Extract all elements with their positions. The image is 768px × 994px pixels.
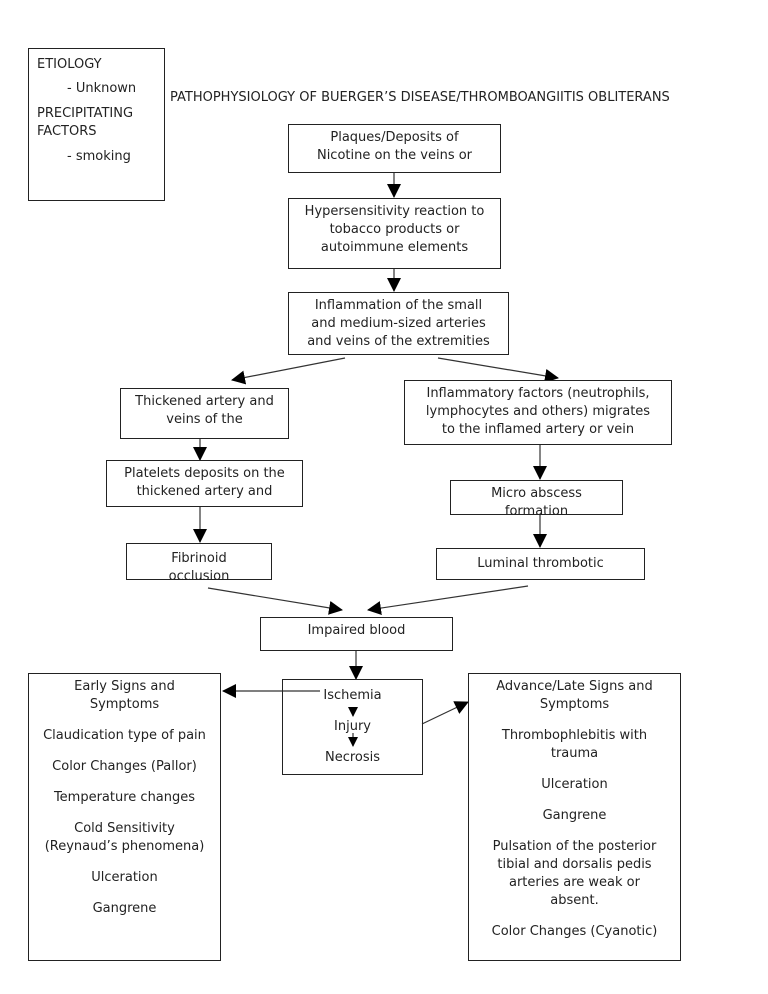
outcome-necrosis: Necrosis [324,750,381,765]
late-sign-item: Pulsation of the posterior tibial and do… [492,839,657,908]
etiology-heading: ETIOLOGY [37,57,102,72]
arrow-inflammation-factors [437,357,559,383]
node-text: lymphocytes and others) migrates [425,404,651,419]
node-thickened: Thickened artery and veins of the [120,388,289,439]
node-text: formation [504,504,569,515]
late-sign-item: Color Changes (Cyanotic) [491,924,658,939]
node-text: tobacco products or [329,222,460,237]
node-text: Fibrinoid [171,551,227,566]
node-luminal: Luminal thrombotic [436,548,645,580]
node-text: Luminal thrombotic [477,556,604,571]
node-text: Inflammatory factors (neutrophils, [426,386,650,401]
node-micro-abscess: Micro abscess formation [450,480,623,515]
outcome-ischemia: Ischemia [323,685,382,707]
node-inflammatory-factors: Inflammatory factors (neutrophils, lympho… [404,380,672,445]
node-ischemia-injury-necrosis: Ischemia Injury Necrosis [282,679,423,775]
node-text: Plaques/Deposits of [330,130,459,145]
early-sign-item: Color Changes (Pallor) [52,759,197,774]
late-signs-heading: Advance/Late Signs and Symptoms [496,679,653,712]
node-text: Hypersensitivity reaction to [304,204,485,219]
outcome-injury: Injury [334,719,371,734]
node-text: Platelets deposits on the [124,466,285,481]
node-text: occlusion [168,569,230,580]
node-impaired-blood: Impaired blood [260,617,453,651]
node-plaques: Plaques/Deposits of Nicotine on the veins… [288,124,501,173]
node-text: Thickened artery and [135,394,274,409]
node-inflammation: Inflammation of the small and medium-size… [288,292,509,355]
node-text: to the inflamed artery or vein [441,422,635,437]
early-sign-item: Ulceration [91,870,158,885]
etiology-cause: - Unknown [67,81,137,96]
node-text: Inflammation of the small [314,298,483,313]
late-sign-item: Ulceration [541,777,608,792]
node-fibrinoid: Fibrinoid occlusion [126,543,272,580]
node-text: Impaired blood [307,623,406,638]
node-text: Nicotine on the veins or [316,148,473,163]
node-text: thickened artery and [136,484,273,499]
etiology-box: ETIOLOGY - Unknown PRECIPITATING FACTORS… [28,48,165,201]
arrow-inflammation-thickened [231,357,346,385]
node-text: and medium-sized arteries [311,316,486,331]
early-signs-box: Early Signs and Symptoms Claudication ty… [28,673,221,961]
precip-factor: - smoking [67,149,131,164]
early-sign-item: Claudication type of pain [43,728,206,743]
arrow-luminal-impaired [367,585,529,615]
node-text: autoimmune elements [320,240,469,255]
late-signs-box: Advance/Late Signs and Symptoms Thrombop… [468,673,681,961]
early-sign-item: Gangrene [92,901,157,916]
node-text: veins of the [166,412,243,427]
node-text: and veins of the extremities [307,334,490,349]
early-signs-heading: Early Signs and Symptoms [74,679,175,712]
node-platelets: Platelets deposits on the thickened arter… [106,460,303,507]
arrow-outcome-late [421,701,469,725]
late-sign-item: Gangrene [542,808,607,823]
early-sign-item: Cold Sensitivity (Reynaud’s phenomena) [44,821,205,854]
early-sign-item: Temperature changes [53,790,196,805]
node-hypersensitivity: Hypersensitivity reaction to tobacco prod… [288,198,501,269]
arrow-fibrinoid-impaired [207,587,343,615]
late-sign-item: Thrombophlebitis with trauma [501,728,648,761]
diagram-title: PATHOPHYSIOLOGY OF BUERGER’S DISEASE/THR… [170,90,670,105]
precip-heading-2: FACTORS [37,124,97,139]
node-text: Micro abscess [491,486,582,501]
precip-heading: PRECIPITATING [37,106,134,121]
